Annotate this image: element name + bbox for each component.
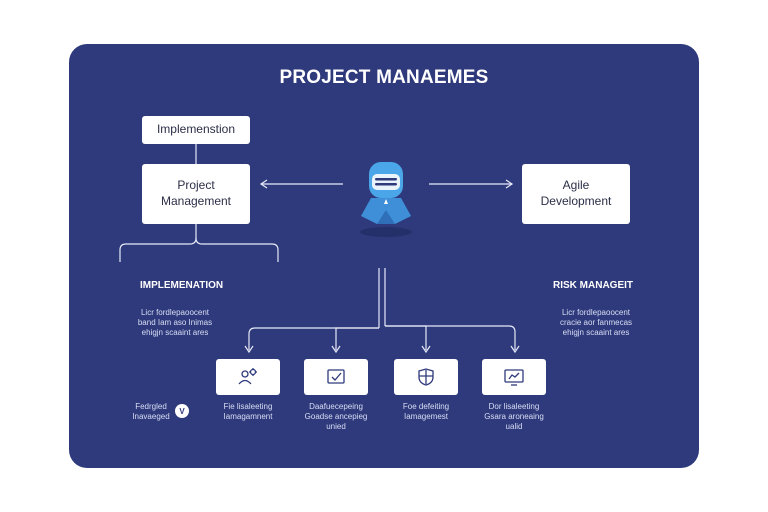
v-badge: V <box>175 404 189 418</box>
people-gear-icon <box>238 368 257 385</box>
risk-desc-line: Licr fordlepaoocent <box>561 308 631 317</box>
arrowhead-1 <box>244 345 254 354</box>
impl-desc-line: ehigjn scaaint ares <box>141 328 209 337</box>
side-note: Fedrgled Inavaeged <box>121 402 181 422</box>
branch-3 <box>385 325 427 350</box>
arrowhead-4 <box>510 345 520 354</box>
implementation-heading: IMPLEMENATION <box>140 280 224 291</box>
connector-lines <box>119 144 520 354</box>
implementation-description: Licr fordlepaoocent band Iam aso Inimas … <box>120 308 230 338</box>
caption-line: Gsara aroneaing <box>484 412 544 421</box>
agile-development-box: Agile Development <box>522 164 630 224</box>
caption-line: Daafuecepeing <box>309 402 363 411</box>
arrowhead-2 <box>331 345 341 354</box>
bottom-box-2 <box>304 359 368 395</box>
caption-line: Dor lisaleeting <box>488 402 540 411</box>
risk-desc-line: cracie aor fanmecas <box>559 318 633 327</box>
diagram-title: PROJECT MANAEMES <box>279 67 489 88</box>
bottom-caption-2: Daafuecepeing Goadse ancepieg unied <box>291 402 381 432</box>
branch-2 <box>335 327 379 350</box>
diagram-panel: PROJECT MANAEMES Implemenstion Project M… <box>69 44 699 468</box>
bottom-box-3 <box>394 359 458 395</box>
side-note-line1: Fedrgled <box>135 402 167 411</box>
bottom-caption-4: Dor lisaleeting Gsara aroneaing ualid <box>469 402 559 432</box>
caption-line: Foe defeiting <box>402 402 450 411</box>
caption-line: Fie lisaleeting <box>223 402 273 411</box>
agile-box-line1: Agile <box>562 178 590 193</box>
bracket-left <box>119 224 197 262</box>
pm-box-line1: Project <box>177 178 215 193</box>
caption-line: Iamagamnent <box>223 412 273 421</box>
bottom-caption-1: Fie lisaleeting Iamagamnent <box>203 402 293 422</box>
caption-line: ualid <box>505 422 523 431</box>
bracket-right <box>195 237 279 262</box>
caption-line: Goadse ancepieg <box>304 412 368 421</box>
robot-mascot-icon <box>360 162 412 237</box>
bottom-box-1 <box>216 359 280 395</box>
impl-desc-line: Licr fordlepaoocent <box>140 308 210 317</box>
check-window-icon <box>327 369 345 384</box>
arrowhead-3 <box>421 345 431 354</box>
monitor-chart-icon <box>504 369 524 386</box>
shield-icon <box>418 368 434 386</box>
side-note-line2: Inavaeged <box>132 412 170 421</box>
arrowhead-right <box>505 179 514 189</box>
branch-4 <box>385 325 516 350</box>
branch-1 <box>248 327 379 350</box>
caption-line: Iamagemest <box>403 412 449 421</box>
caption-line: unied <box>326 422 346 431</box>
agile-box-line2: Development <box>540 194 612 208</box>
bottom-caption-3: Foe defeiting Iamagemest <box>381 402 471 422</box>
implementation-box: Implemenstion <box>142 116 250 144</box>
project-management-box: Project Management <box>142 164 250 224</box>
impl-desc-line: band Iam aso Inimas <box>137 318 213 327</box>
pm-box-line2: Management <box>160 194 232 208</box>
implementation-box-label: Implemenstion <box>156 122 236 137</box>
risk-management-heading: RISK MANAGEIT <box>553 280 633 291</box>
bottom-box-4 <box>482 359 546 395</box>
risk-desc-line: ehigjn scaaint ares <box>562 328 630 337</box>
arrowhead-left <box>259 179 268 189</box>
risk-management-description: Licr fordlepaoocent cracie aor fanmecas … <box>541 308 651 338</box>
